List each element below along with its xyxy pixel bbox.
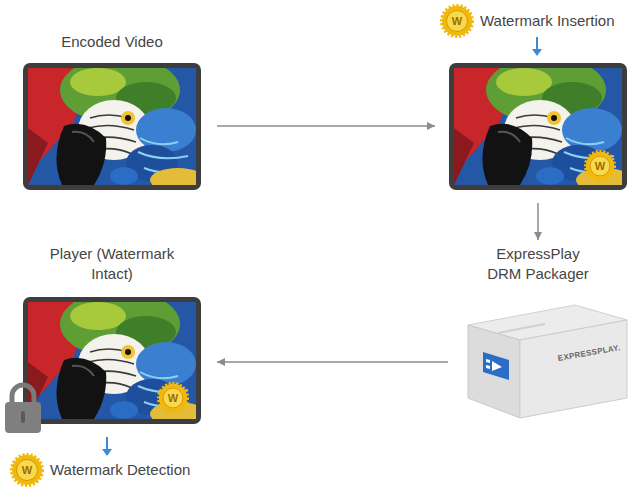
- badge-letter: W: [22, 464, 32, 476]
- node-heading: Player (Watermark Intact): [47, 244, 177, 284]
- badge-letter: W: [452, 15, 462, 27]
- watermark-badge: [12, 455, 43, 486]
- step-label: Watermark Detection: [50, 460, 190, 480]
- flow-arrow: [217, 361, 448, 363]
- watermark-badge: [158, 383, 187, 412]
- flow-arrow: [537, 203, 539, 240]
- watermark-badge: [585, 151, 614, 180]
- node-heading: Watermark Insertion: [480, 11, 630, 31]
- package-box: [468, 305, 627, 418]
- tablet: [23, 56, 206, 192]
- padlock: [5, 385, 41, 433]
- watermark-badge: [442, 6, 473, 37]
- node-heading: Encoded Video: [23, 32, 201, 52]
- stage-node: ExpressPlay DRM PackagerEXPRESSPLAY.: [468, 244, 627, 420]
- badge-letter: W: [168, 392, 178, 404]
- tablet: [449, 56, 632, 192]
- stage-node: Encoded Video: [23, 28, 201, 190]
- tablet: [23, 290, 206, 426]
- box-brand: EXPRESSPLAY.: [557, 343, 621, 364]
- badge-letter: W: [595, 160, 605, 172]
- node-heading: ExpressPlay DRM Packager: [483, 244, 593, 284]
- flow-arrow: [217, 125, 435, 127]
